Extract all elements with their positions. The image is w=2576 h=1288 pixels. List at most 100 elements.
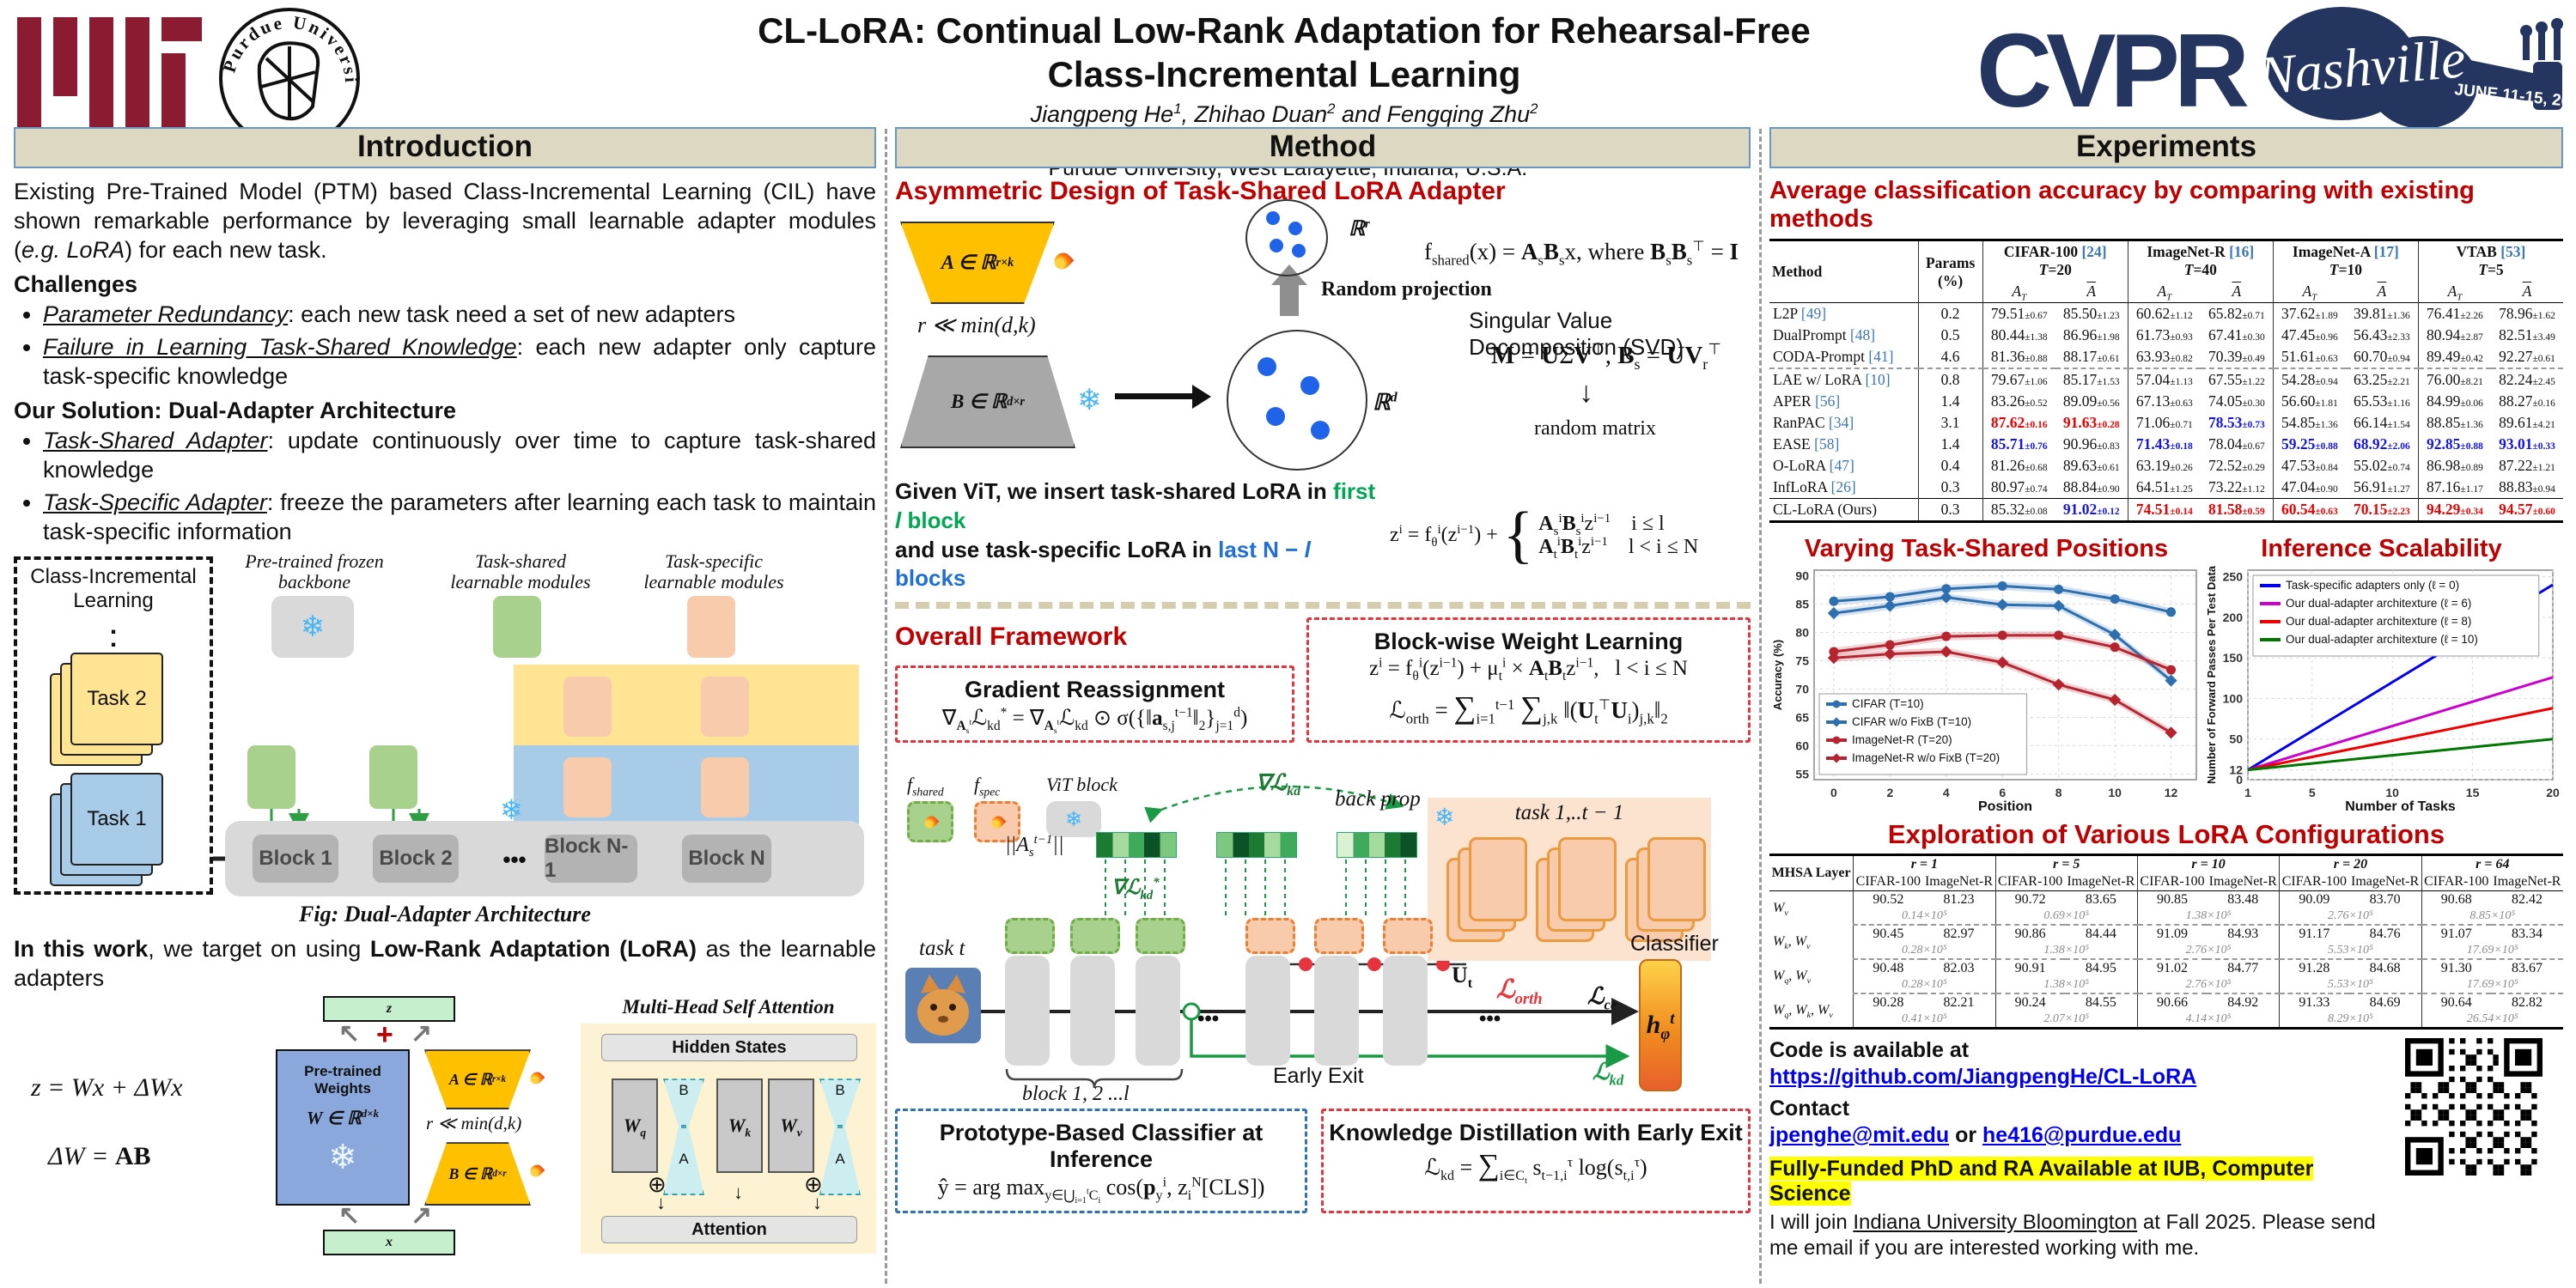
rr-space-circle: [1245, 199, 1328, 276]
footer-text: Code is available at https://github.com/…: [1769, 1038, 2396, 1261]
accuracy-cell: 85.32±0.08: [1982, 498, 2055, 522]
mit-logo: [17, 12, 202, 154]
equation-dw: ΔW = AB: [48, 1142, 151, 1171]
prev-task-box: ❄ task 1,..t − 1: [1428, 798, 1711, 962]
lora-config-heading: Exploration of Various LoRA Configuratio…: [1887, 819, 2445, 849]
section-header-introduction: Introduction: [14, 127, 876, 168]
config-acc-cell: 90.66: [2136, 993, 2208, 1012]
cvpr-text: CVPR: [1976, 12, 2248, 129]
accuracy-cell: 89.09±0.56: [2062, 392, 2120, 410]
svg-text:8: 8: [2055, 786, 2062, 799]
param-count: 1.38×10⁵: [1994, 977, 2138, 994]
accuracy-cell: 92.27±0.61: [2490, 346, 2563, 369]
list-item: Failure in Learning Task-Shared Knowledg…: [43, 332, 876, 391]
config-acc-cell: 90.09: [2279, 890, 2349, 908]
config-acc-cell: 84.55: [2085, 995, 2116, 1010]
rank-header: r = 10: [2136, 854, 2280, 873]
accuracy-cell: 94.29±0.34: [2417, 498, 2491, 522]
svd-label: Singular Value Decomposition (SVD): [1469, 307, 1684, 360]
email-purdue-link[interactable]: he416@purdue.edu: [1982, 1123, 2182, 1147]
dataset-group-header: CIFAR-100 [24]T=20: [1982, 240, 2128, 281]
code-heading: Code is available at: [1769, 1038, 1970, 1062]
accuracy-cell: 80.44±1.38: [1982, 325, 2055, 346]
classifier-head: hφt: [1639, 959, 1682, 1092]
svg-text:4: 4: [1943, 786, 1950, 799]
accuracy-cell: 63.19±0.26: [2127, 455, 2201, 477]
config-acc-cell: 83.48: [2227, 892, 2259, 907]
svg-text:85: 85: [1795, 598, 1809, 611]
method-name: RanPAC [34]: [1773, 414, 1854, 431]
legend-backbone-label: Pre-trained frozen backbone: [245, 550, 384, 593]
random-matrix-label: random matrix: [1534, 417, 1656, 440]
col-params: Params(%): [1917, 240, 1983, 303]
dataset-subheader: ImageNet-R: [2493, 874, 2561, 889]
svg-text:65: 65: [1795, 710, 1809, 724]
config-acc-cell: 84.93: [2227, 927, 2259, 941]
svg-text:Our dual-adapter architexture: Our dual-adapter architexture (ℓ = 8): [2286, 615, 2471, 628]
accuracy-cell: 81.36±0.88: [1982, 346, 2055, 369]
param-count: 8.85×10⁵: [2421, 908, 2563, 926]
github-link[interactable]: https://github.com/JiangpengHe/CL-LoRA: [1769, 1065, 2197, 1089]
dataset-group-header: ImageNet-A [17]T=10: [2272, 240, 2419, 281]
method-name: O-LoRA [47]: [1773, 457, 1854, 474]
flame-icon: [989, 813, 1006, 831]
data-dot: [1266, 211, 1280, 225]
method-name: InfLoRA [26]: [1773, 478, 1856, 495]
kd-title: Knowledge Distillation with Early Exit: [1329, 1120, 1743, 1146]
weight-strip: [1216, 832, 1297, 859]
accuracy-cell: 71.43±0.18: [2127, 434, 2201, 455]
config-acc-cell: 90.28: [1853, 993, 1923, 1012]
method-name: CL-LoRA (Ours): [1769, 498, 1918, 522]
arrow-up-left-icon: ↖: [338, 1019, 361, 1048]
shared-module: [247, 745, 295, 810]
config-acc-cell: 91.28: [2279, 959, 2349, 977]
gradient-reassignment-box: Gradient Reassignment ∇Astℒkd* = ∇Astℒkd…: [895, 665, 1294, 744]
config-acc-cell: 91.33: [2279, 993, 2349, 1012]
x-bar: x: [323, 1230, 455, 1256]
accuracy-cell: 79.67±1.06: [1982, 368, 2055, 391]
accuracy-cell: 60.54±0.63: [2272, 498, 2346, 522]
accuracy-cell: 86.98±0.89: [2417, 455, 2491, 477]
accuracy-cell: 80.97±0.74: [1982, 477, 2055, 499]
snowflake-icon: ❄: [1077, 384, 1102, 416]
config-acc-cell: 83.65: [2085, 892, 2116, 907]
config-acc-cell: 91.07: [2421, 925, 2491, 943]
svg-text:12: 12: [2229, 763, 2243, 777]
svg-text:1: 1: [2244, 786, 2251, 799]
accuracy-cell: 78.96±1.62: [2499, 305, 2555, 322]
w-dim: W ∈ ℝd×k: [306, 1107, 380, 1129]
svg-text:10: 10: [2108, 786, 2122, 799]
config-acc-cell: 90.72: [1994, 890, 2065, 908]
param-count: 5.53×10⁵: [2279, 977, 2422, 994]
svg-text:80: 80: [1795, 626, 1809, 640]
intro-column: Introduction Existing Pre-Trained Model …: [14, 127, 876, 1256]
col-mhsa-layer: MHSA Layer: [1771, 866, 1851, 880]
col-abar: A: [2522, 283, 2532, 300]
prototype-equation: ŷ = arg maxy∈⋃i=1tCi cos(pyi, ziN[CLS]): [937, 1175, 1265, 1206]
snowflake-icon: ❄: [328, 1139, 357, 1177]
accuracy-cell: 79.51±0.67: [1982, 302, 2055, 325]
asym-heading: Asymmetric Design of Task-Shared LoRA Ad…: [895, 177, 1506, 205]
lorth-label: ℒorth: [1496, 975, 1543, 1009]
funding-highlight: Fully-Funded PhD and RA Available at IUB…: [1769, 1157, 2314, 1206]
svg-text:Accuracy (%): Accuracy (%): [1771, 640, 1784, 710]
weight-strip: [1337, 832, 1417, 859]
data-dot: [1300, 376, 1319, 395]
arrow-up-left-icon: ↖: [338, 1201, 361, 1230]
vit-insert-row: Given ViT, we insert task-shared LoRA in…: [895, 477, 1751, 593]
grad-kd-star-label: ∇ℒkd*: [1111, 876, 1160, 903]
wq-box: Wq: [612, 1078, 658, 1174]
config-acc-cell: 84.68: [2369, 961, 2401, 975]
norm-label: ||Ast−1||: [1005, 833, 1064, 860]
accuracy-cell: 81.26±0.68: [1982, 455, 2055, 477]
snowflake-icon: ❄: [300, 611, 326, 644]
email-mit-link[interactable]: jpenghe@mit.edu: [1769, 1123, 1950, 1147]
config-acc-cell: 90.52: [1853, 890, 1923, 908]
